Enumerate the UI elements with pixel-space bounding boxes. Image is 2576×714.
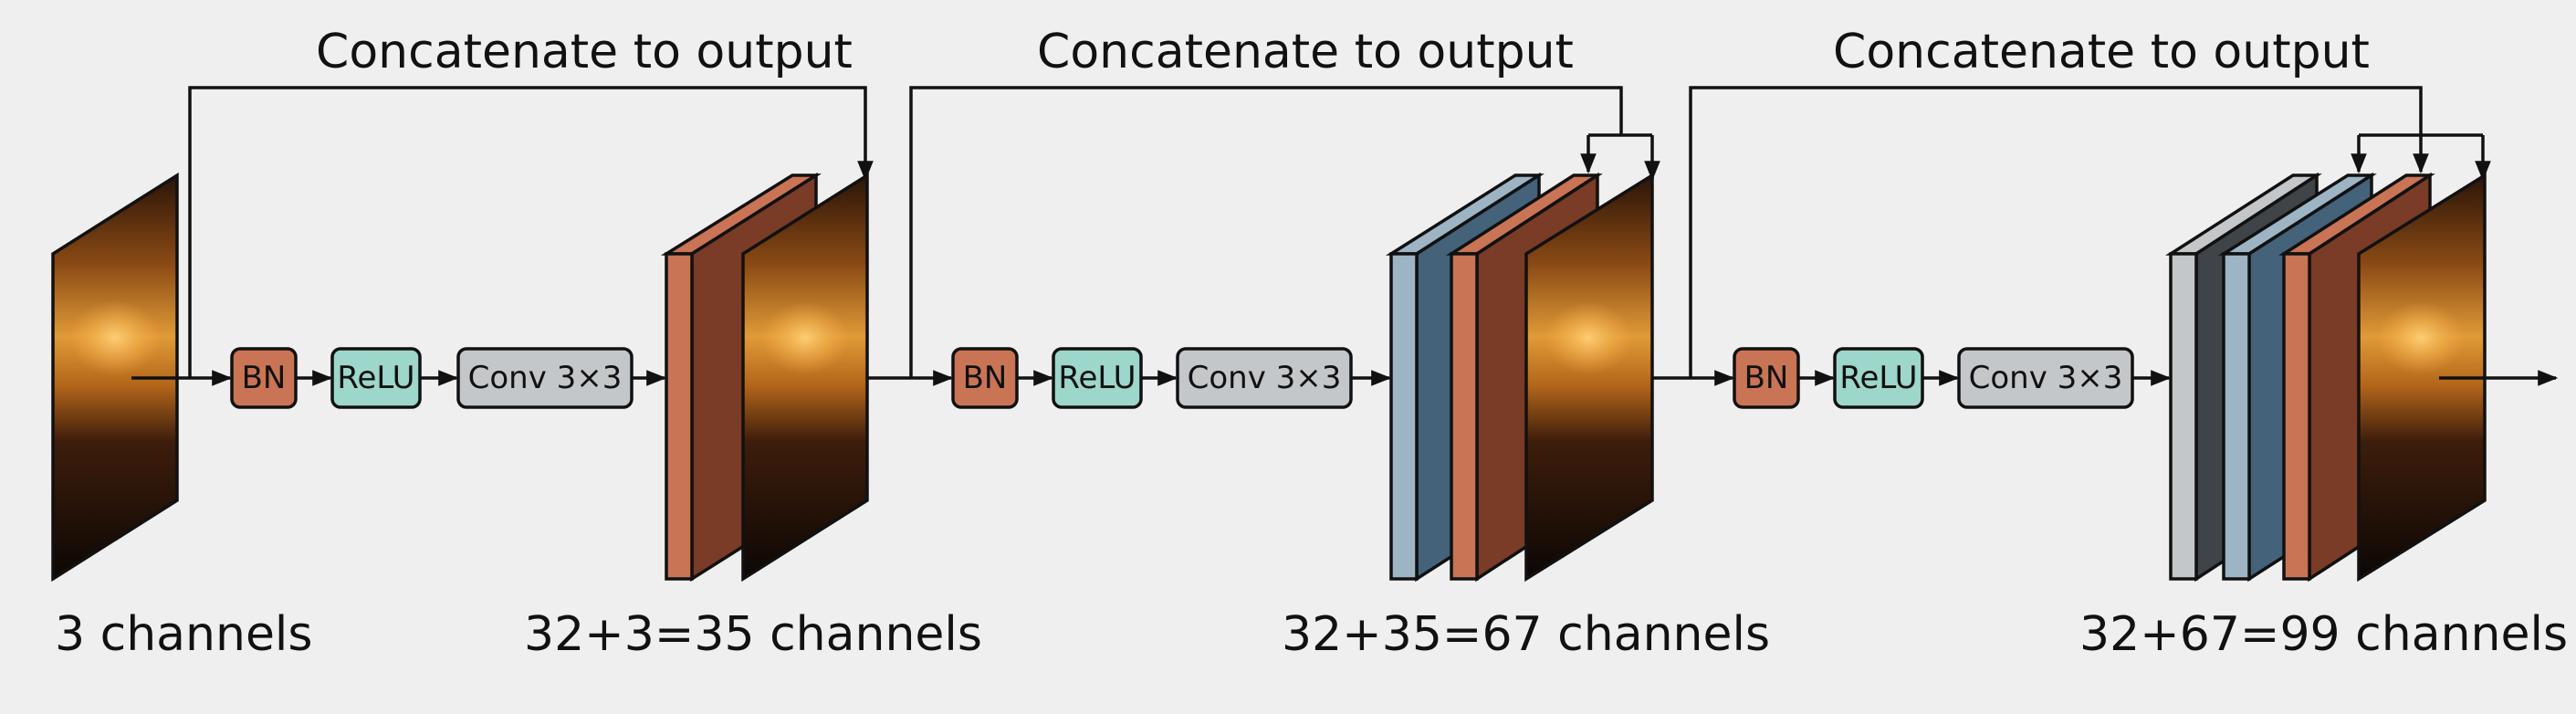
input-image — [51, 172, 179, 583]
stage-1-ops: BN ReLU Conv 3×3 — [131, 347, 667, 409]
stage-3-channels-label: 32+67=99 channels — [2079, 607, 2568, 662]
bn-label-2: BN — [963, 360, 1008, 396]
skip-connection-2 — [909, 86, 1660, 378]
skip-image-1 — [741, 172, 869, 583]
relu-label-2: ReLU — [1058, 360, 1136, 396]
concat-label-1: Concatenate to output — [316, 25, 853, 79]
skip-connection-1 — [188, 86, 874, 378]
stage-1-channels-label: 32+3=35 channels — [524, 607, 982, 662]
stage-2-ops: BN ReLU Conv 3×3 — [867, 347, 1392, 409]
input-channels-label: 3 channels — [55, 607, 312, 662]
stage-3-ops: BN ReLU Conv 3×3 — [1652, 347, 2172, 409]
conv-label-3: Conv 3×3 — [1969, 360, 2123, 396]
stage-2-channels-label: 32+35=67 channels — [1282, 607, 1770, 662]
stage-2-output-stack — [1385, 172, 1654, 583]
relu-label-1: ReLU — [337, 360, 414, 396]
skip-image-3 — [2357, 172, 2487, 583]
concat-label-2: Concatenate to output — [1037, 25, 1574, 79]
concat-label-3: Concatenate to output — [1833, 25, 2370, 79]
skip-connection-3 — [1689, 86, 2491, 378]
bn-label-1: BN — [242, 360, 287, 396]
relu-label-3: ReLU — [1839, 360, 1917, 396]
bn-label-3: BN — [1744, 360, 1789, 396]
conv-label-1: Conv 3×3 — [468, 360, 623, 396]
stage-3-output-stack — [2165, 172, 2487, 583]
skip-image-2 — [1524, 172, 1654, 583]
stage-1-output-stack — [660, 172, 869, 583]
conv-label-2: Conv 3×3 — [1188, 360, 1342, 396]
